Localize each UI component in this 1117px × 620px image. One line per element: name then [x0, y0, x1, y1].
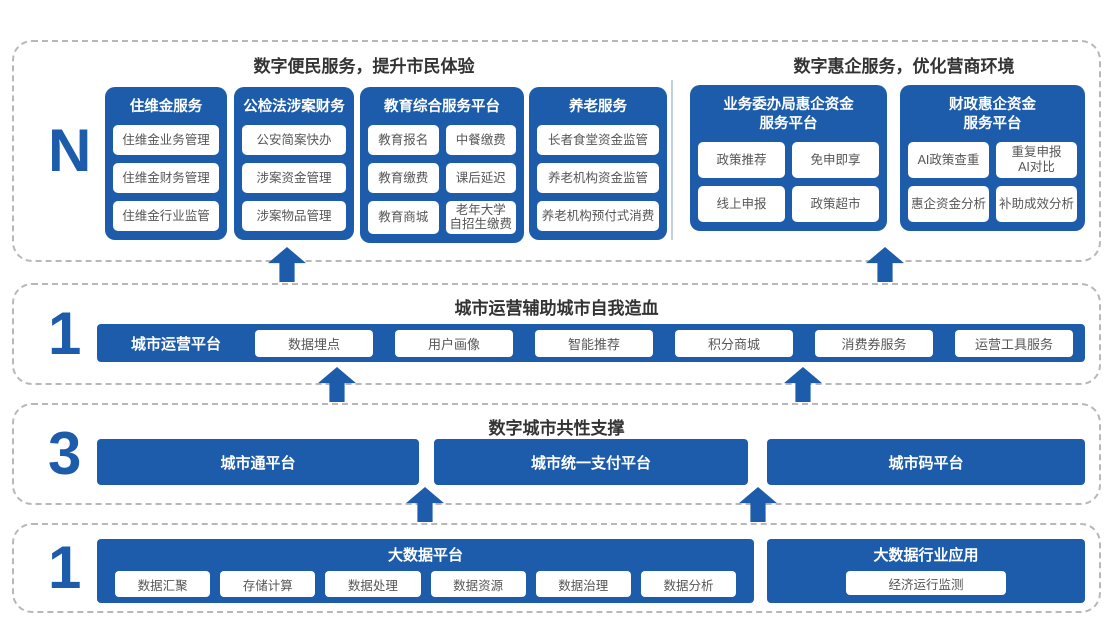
platform-citypass: 城市通平台 [97, 439, 419, 485]
card-bureau-funds-platform: 业务委办局惠企资金 服务平台 政策推荐 免申即享 线上申报 政策超市 [690, 85, 887, 231]
card-item: 住维金财务管理 [113, 162, 219, 193]
operation-title: 城市运营辅助城市自我造血 [454, 299, 659, 318]
section-citizen-services: N 数字便民服务，提升市民体验 数字惠企服务，优化营商环境 住维金服务 住维金业… [12, 40, 1101, 262]
group-divider [671, 80, 673, 240]
bigdata-item: 数据汇聚 [115, 571, 211, 597]
card-title: 业务委办局惠企资金 服务平台 [723, 97, 854, 132]
bigdata-item: 数据分析 [640, 571, 737, 597]
card-item: 线上申报 [698, 185, 785, 222]
card-judicial-assets: 公检法涉案财务 公安简案快办 涉案资金管理 涉案物品管理 [234, 87, 354, 240]
card-elderly-care: 养老服务 长者食堂资金监管 养老机构资金监管 养老机构预付式消费 [529, 87, 667, 240]
citizen-services-title: 数字便民服务，提升市民体验 [253, 57, 475, 76]
card-item: 政策推荐 [698, 141, 785, 178]
card-title: 养老服务 [569, 99, 627, 115]
operation-item: 智能推荐 [535, 329, 653, 357]
bigdata-platform-box: 大数据平台 数据汇聚 存储计算 数据处理 数据资源 数据治理 数据分析 [97, 539, 754, 603]
enterprise-services-title: 数字惠企服务，优化营商环境 [793, 57, 1015, 76]
bigdata-industry-title: 大数据行业应用 [873, 547, 979, 564]
card-item: 涉案资金管理 [242, 162, 346, 193]
card-item: AI政策查重 [908, 141, 989, 178]
card-title: 住维金服务 [129, 99, 203, 115]
card-item: 教育缴费 [368, 162, 439, 193]
card-item: 教育商城 [368, 200, 439, 234]
card-item: 中餐缴费 [445, 124, 516, 155]
card-item: 教育报名 [368, 124, 439, 155]
card-item: 补助成效分析 [996, 185, 1077, 222]
card-item: 住维金行业监管 [113, 200, 219, 231]
card-housing-fund: 住维金服务 住维金业务管理 住维金财务管理 住维金行业监管 [105, 87, 227, 240]
card-title: 公检法涉案财务 [243, 99, 345, 115]
platform-unified-payment: 城市统一支付平台 [434, 439, 748, 485]
operation-item: 消费券服务 [815, 329, 933, 357]
bigdata-item: 存储计算 [220, 571, 316, 597]
bigdata-industry-box: 大数据行业应用 经济运行监测 [767, 539, 1085, 603]
section-big-data: 1 大数据平台 数据汇聚 存储计算 数据处理 数据资源 数据治理 数据分析 大数… [12, 523, 1101, 613]
section-city-operation: 1 城市运营辅助城市自我造血 城市运营平台 数据埋点 用户画像 智能推荐 积分商… [12, 283, 1101, 385]
operation-platform-bar: 城市运营平台 数据埋点 用户画像 智能推荐 积分商城 消费券服务 运营工具服务 [97, 324, 1085, 362]
layer-badge-3: 3 [48, 420, 82, 487]
card-item: 政策超市 [792, 185, 879, 222]
card-item: 涉案物品管理 [242, 200, 346, 231]
card-education-platform: 教育综合服务平台 教育报名 中餐缴费 教育缴费 课后延迟 教育商城 老年大学 自… [360, 87, 524, 243]
card-item: 老年大学 自招生缴费 [445, 200, 516, 234]
card-title: 教育综合服务平台 [384, 99, 500, 115]
card-item: 课后延迟 [445, 162, 516, 193]
bigdata-item: 数据处理 [325, 571, 421, 597]
industry-item: 经济运行监测 [846, 571, 1006, 595]
operation-item: 积分商城 [675, 329, 793, 357]
card-item: 免申即享 [792, 141, 879, 178]
platform-citycode: 城市码平台 [767, 439, 1085, 485]
operation-item: 数据埋点 [255, 329, 373, 357]
bigdata-platform-title: 大数据平台 [387, 547, 463, 564]
layer-badge-n: N [48, 117, 92, 184]
operation-platform-label: 城市运营平台 [130, 335, 221, 353]
card-finance-funds-platform: 财政惠企资金 服务平台 AI政策查重 重复申报 AI对比 惠企资金分析 补助成效… [900, 85, 1085, 231]
card-item: 重复申报 AI对比 [996, 141, 1077, 178]
bigdata-item: 数据资源 [430, 571, 526, 597]
card-item: 惠企资金分析 [908, 185, 989, 222]
support-title: 数字城市共性支撑 [488, 419, 625, 438]
card-title: 财政惠企资金 服务平台 [949, 97, 1036, 132]
card-item: 长者食堂资金监管 [537, 124, 659, 155]
card-item: 养老机构资金监管 [537, 162, 659, 193]
card-item: 公安简案快办 [242, 124, 346, 155]
section-common-support: 3 数字城市共性支撑 城市通平台 城市统一支付平台 城市码平台 [12, 403, 1101, 505]
card-item: 住维金业务管理 [113, 124, 219, 155]
layer-badge-1: 1 [48, 300, 82, 367]
bigdata-item: 数据治理 [535, 571, 631, 597]
layer-badge-1b: 1 [48, 534, 82, 601]
operation-item: 运营工具服务 [955, 329, 1073, 357]
operation-item: 用户画像 [395, 329, 513, 357]
card-item: 养老机构预付式消费 [537, 200, 659, 231]
